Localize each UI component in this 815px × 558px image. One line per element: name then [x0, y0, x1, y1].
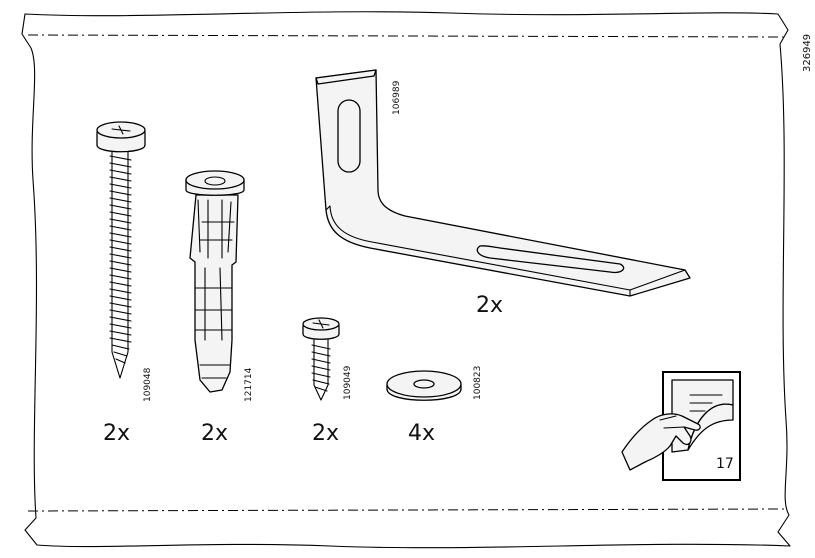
- washer-illustration: [386, 370, 462, 401]
- angle-bracket-illustration: [315, 69, 691, 297]
- short-screw-illustration: [302, 317, 340, 401]
- article-number-short-screw: 109049: [343, 365, 353, 400]
- quantity-long-screw: 2x: [103, 421, 130, 446]
- article-number-angle-bracket: 106989: [392, 80, 402, 115]
- article-number-washer: 100823: [473, 366, 483, 400]
- document-number: 326949: [802, 34, 813, 72]
- quantity-washer: 4x: [408, 421, 435, 446]
- article-number-wall-plug: 121714: [244, 367, 254, 402]
- article-number-long-screw: 109048: [143, 367, 153, 402]
- turn-page-icon: [621, 379, 734, 471]
- page-number: 17: [716, 456, 734, 472]
- page-reference-box: 17: [621, 371, 741, 481]
- long-screw-illustration: [96, 121, 146, 379]
- quantity-angle-bracket: 2x: [476, 293, 503, 318]
- quantity-short-screw: 2x: [312, 421, 339, 446]
- top-seal-line: [27, 34, 785, 38]
- wall-plug-illustration: [185, 170, 245, 393]
- bottom-seal-line: [27, 508, 785, 512]
- quantity-wall-plug: 2x: [201, 421, 228, 446]
- bag-outline: [21, 11, 791, 549]
